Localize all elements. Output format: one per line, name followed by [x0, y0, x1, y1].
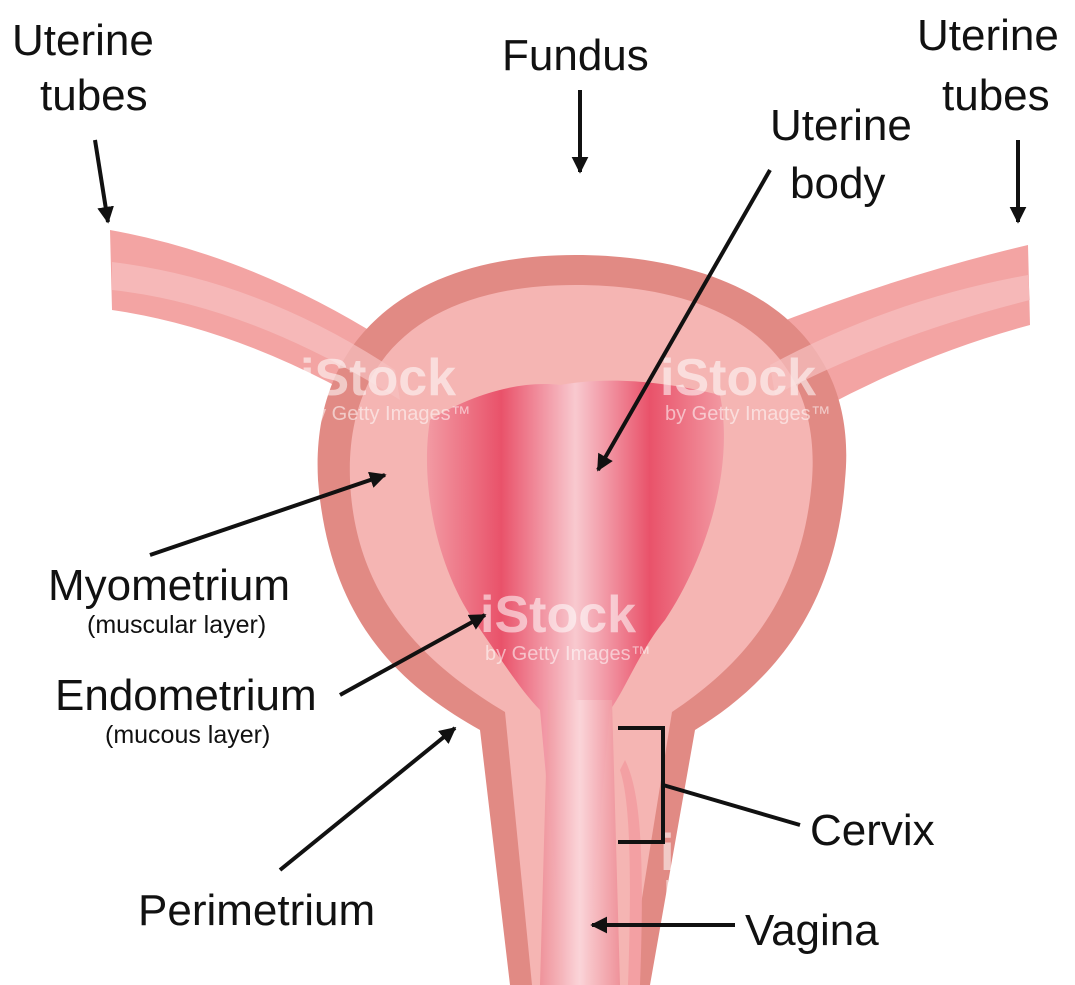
label-vagina: Vagina [745, 906, 879, 955]
label-uterine-tubes-right-line2: tubes [942, 71, 1050, 120]
arrow-uterine-tubes-left [95, 140, 108, 222]
label-fundus: Fundus [502, 31, 649, 80]
svg-text:iStock: iStock [660, 349, 816, 407]
label-myometrium-sub: (muscular layer) [87, 611, 266, 639]
label-uterine-body-line1: Uterine [770, 101, 912, 150]
label-uterine-tubes-left-line2: tubes [40, 71, 148, 120]
svg-text:by Getty Images™: by Getty Images™ [665, 403, 831, 425]
svg-text:iStock: iStock [480, 586, 636, 644]
svg-text:by Getty Images™: by Getty Images™ [485, 168, 651, 190]
label-myometrium: Myometrium [48, 561, 290, 610]
svg-text:iStock: iStock [840, 586, 996, 644]
svg-text:by Getty Images™: by Getty Images™ [305, 403, 471, 425]
label-uterine-tubes-right-line1: Uterine [917, 11, 1059, 60]
label-uterine-tubes-left-line1: Uterine [12, 16, 154, 65]
svg-text:iStock: iStock [480, 114, 636, 172]
label-cervix: Cervix [810, 806, 935, 855]
label-perimetrium: Perimetrium [138, 886, 375, 935]
svg-text:by Getty Images™: by Getty Images™ [125, 168, 291, 190]
svg-text:iStock: iStock [660, 824, 816, 882]
label-uterine-body-line2: body [790, 159, 885, 208]
svg-text:iStock: iStock [300, 349, 456, 407]
cervical-canal [540, 700, 620, 985]
label-endometrium-sub: (mucous layer) [105, 721, 270, 749]
svg-text:by Getty Images™: by Getty Images™ [125, 643, 291, 665]
cervix-leader [663, 785, 800, 825]
svg-text:iStock: iStock [120, 114, 276, 172]
svg-text:by Getty Images™: by Getty Images™ [665, 878, 831, 900]
svg-text:by Getty Images™: by Getty Images™ [845, 643, 1011, 665]
label-endometrium: Endometrium [55, 671, 317, 720]
svg-text:by Getty Images™: by Getty Images™ [485, 643, 651, 665]
